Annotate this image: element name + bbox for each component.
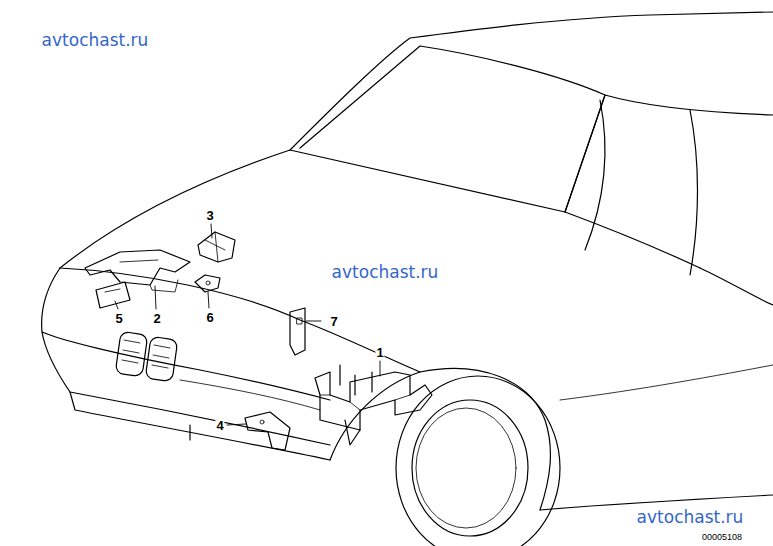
callout-number: 1 [375, 345, 384, 360]
watermark: avtochast.ru [42, 32, 149, 49]
callout-number: 5 [114, 311, 123, 326]
callout-number: 2 [152, 311, 161, 326]
watermark: avtochast.ru [637, 509, 744, 526]
callout-number: 3 [205, 208, 214, 223]
callout-number: 6 [205, 310, 214, 325]
callout-number: 4 [215, 418, 224, 433]
watermark: avtochast.ru [332, 264, 439, 281]
diagram-code: 00005108 [702, 533, 742, 542]
callout-number: 7 [329, 314, 338, 329]
